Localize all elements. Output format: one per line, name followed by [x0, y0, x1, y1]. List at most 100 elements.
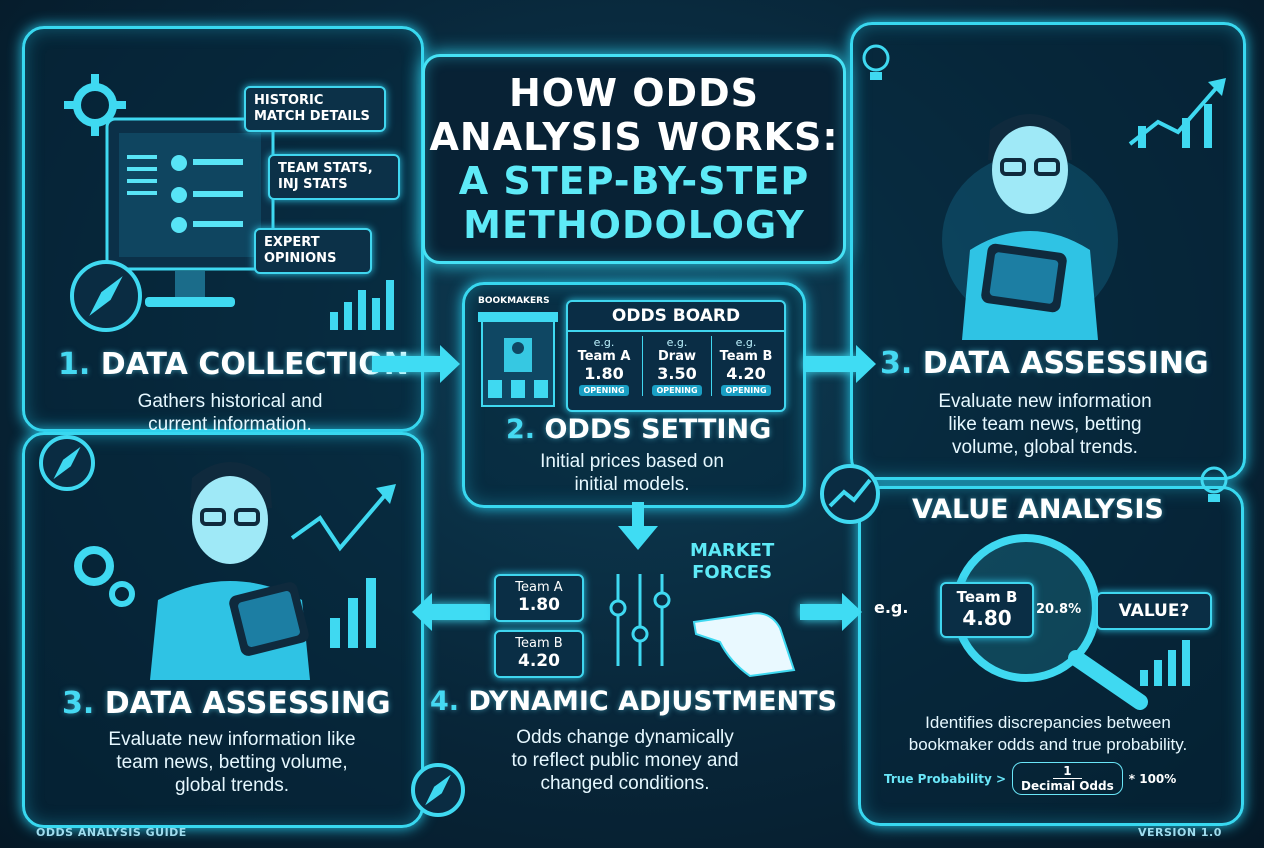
step3-left-number: 3.	[62, 686, 95, 721]
value-odds: 4.80	[962, 606, 1012, 630]
arrow-step4-to-step3	[412, 593, 490, 631]
step4-title: DYNAMIC ADJUSTMENTS	[468, 686, 837, 717]
bubble-team-stats: TEAM STATS, INJ STATS	[268, 154, 400, 200]
value-desc-line1: Identifies discrepancies between	[925, 713, 1171, 732]
step3-left-desc-line3: global trends.	[174, 775, 290, 796]
step1-number: 1.	[58, 347, 91, 382]
step3-left-desc-line2: team news, betting volume,	[116, 752, 348, 773]
odds-board-title: ODDS BOARD	[568, 306, 784, 332]
odds-cell-team-b: e.g. Team B 4.20 OPENING	[712, 336, 780, 396]
title-line-4: METHODOLOGY	[463, 203, 805, 247]
formula-denominator: Decimal Odds	[1021, 779, 1114, 793]
footer-right: VERSION 1.0	[1138, 826, 1222, 839]
odds-cell-tag: OPENING	[579, 385, 629, 396]
step3-right-desc-line2: like team news, betting	[948, 414, 1142, 435]
bar-chart-icon	[330, 268, 410, 330]
title-line-1: HOW ODDS	[508, 71, 759, 115]
sliders-icon	[604, 570, 694, 674]
formula-right: * 100%	[1128, 771, 1177, 786]
chip-team-a: Team A 1.80	[494, 574, 584, 622]
odds-cell-team: Team B	[719, 349, 773, 364]
formula-left: True Probability >	[884, 771, 1007, 786]
odds-cell-value: 1.80	[584, 364, 624, 383]
step4-desc: Odds change dynamically to reflect publi…	[466, 726, 784, 795]
trend-chart-icon	[1128, 74, 1228, 150]
value-team-chip: Team B 4.80	[940, 582, 1034, 638]
step1-title: DATA COLLECTION	[100, 347, 409, 382]
odds-cell-team: Team A	[577, 349, 631, 364]
value-eg: e.g.	[874, 598, 909, 617]
step1-desc: Gathers historical and current informati…	[60, 390, 400, 436]
step2-desc-line2: initial models.	[574, 474, 690, 495]
arrow-step1-to-step2	[372, 345, 460, 383]
step3-left-desc: Evaluate new information like team news,…	[56, 728, 408, 797]
odds-cell-value: 4.20	[726, 364, 766, 383]
odds-cell-tag: OPENING	[721, 385, 771, 396]
step3-left-title: DATA ASSESSING	[104, 686, 391, 721]
gear-icon	[60, 70, 130, 140]
value-pct: 20.8%	[1036, 602, 1082, 617]
step3-right-number: 3.	[880, 346, 913, 381]
bubble-expert: EXPERT OPINIONS	[254, 228, 372, 274]
compass-icon	[36, 432, 98, 494]
step1-desc-line2: current information.	[148, 414, 312, 435]
bar-chart-icon	[1140, 636, 1210, 686]
trend-circle-icon	[818, 462, 882, 526]
arrow-step4-to-value	[800, 593, 862, 631]
chip-team-b: Team B 4.20	[494, 630, 584, 678]
footer-left: ODDS ANALYSIS GUIDE	[36, 826, 187, 839]
monitor-illustration	[105, 115, 275, 307]
odds-cell-team: Draw	[658, 349, 696, 364]
bookmakers-label: BOOKMAKERS	[478, 296, 550, 306]
value-formula: True Probability > 1 Decimal Odds * 100%	[884, 762, 1176, 795]
gear-icon	[64, 536, 144, 616]
step3-left-desc-line1: Evaluate new information like	[108, 729, 356, 750]
chip-team: Team B	[515, 636, 563, 651]
odds-cell-tag: OPENING	[652, 385, 702, 396]
step4-desc-line2: to reflect public money and	[511, 750, 739, 771]
step3-right-desc-line3: volume, global trends.	[952, 437, 1138, 458]
value-question-chip: VALUE?	[1096, 592, 1212, 630]
odds-cell-eg: e.g.	[666, 336, 688, 349]
step4-desc-line1: Odds change dynamically	[516, 727, 734, 748]
value-heading: VALUE ANALYSIS	[912, 494, 1164, 525]
step3-right-heading: 3. DATA ASSESSING	[880, 346, 1209, 381]
step2-desc-line1: Initial prices based on	[540, 451, 724, 472]
step4-desc-line3: changed conditions.	[540, 773, 710, 794]
value-team: Team B	[956, 588, 1018, 606]
bubble-historic: HISTORIC MATCH DETAILS	[244, 86, 386, 132]
step4-heading: 4. DYNAMIC ADJUSTMENTS	[430, 686, 837, 717]
odds-cell-draw: e.g. Draw 3.50 OPENING	[642, 336, 712, 396]
lightbulb-icon	[1196, 462, 1232, 508]
step1-heading: 1. DATA COLLECTION	[58, 347, 409, 382]
step3-right-desc-line1: Evaluate new information	[938, 391, 1152, 412]
value-desc-line2: bookmaker odds and true probability.	[908, 735, 1188, 754]
title-box: HOW ODDS ANALYSIS WORKS: A STEP-BY-STEP …	[422, 54, 846, 264]
value-desc: Identifies discrepancies between bookmak…	[870, 712, 1226, 756]
step2-number: 2.	[506, 414, 536, 445]
odds-cell-team-a: e.g. Team A 1.80 OPENING	[570, 336, 638, 396]
title-line-3: A STEP-BY-STEP	[458, 159, 810, 203]
step3-right-desc: Evaluate new information like team news,…	[880, 390, 1210, 459]
odds-cell-value: 3.50	[657, 364, 697, 383]
formula-numerator: 1	[1053, 764, 1082, 779]
market-forces-line2: FORCES	[692, 562, 773, 583]
chip-value: 1.80	[518, 595, 560, 615]
trend-chart-icon	[290, 478, 400, 648]
lightbulb-icon	[858, 40, 894, 86]
panel-value-analysis	[858, 486, 1244, 826]
step2-heading: 2. ODDS SETTING	[506, 414, 771, 445]
chip-value: 4.20	[518, 651, 560, 671]
formula-fraction: 1 Decimal Odds	[1012, 762, 1123, 795]
arrow-down-step2	[618, 502, 658, 556]
step3-right-title: DATA ASSESSING	[922, 346, 1209, 381]
market-forces-label: MARKET FORCES	[690, 540, 774, 584]
step4-number: 4.	[430, 686, 460, 717]
hand-icon	[690, 592, 800, 686]
odds-cell-eg: e.g.	[735, 336, 757, 349]
compass-icon	[408, 760, 468, 820]
person-with-tablet-left	[130, 450, 330, 684]
market-forces-line1: MARKET	[690, 540, 775, 561]
odds-board: ODDS BOARD e.g. Team A 1.80 OPENING e.g.…	[566, 300, 786, 412]
step1-desc-line1: Gathers historical and	[137, 391, 323, 412]
